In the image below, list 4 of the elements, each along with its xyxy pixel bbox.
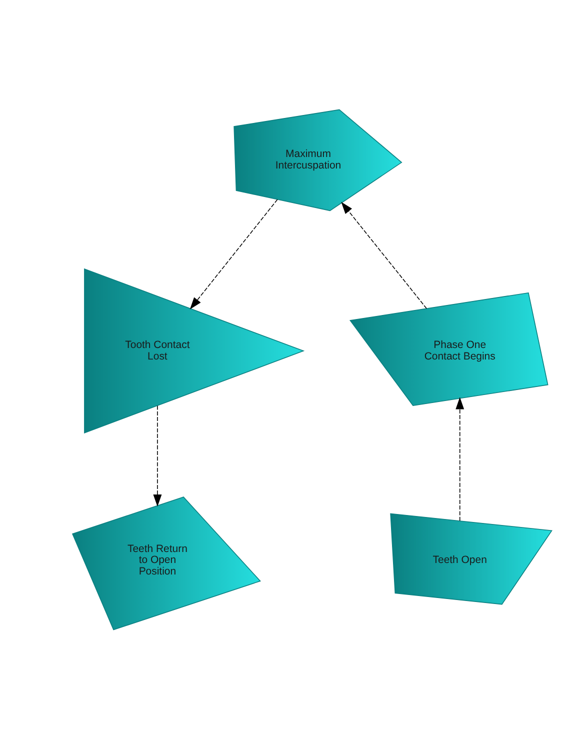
arrow xyxy=(341,201,427,308)
arrow xyxy=(153,404,162,506)
arrow xyxy=(190,198,278,309)
arrow xyxy=(456,396,464,521)
